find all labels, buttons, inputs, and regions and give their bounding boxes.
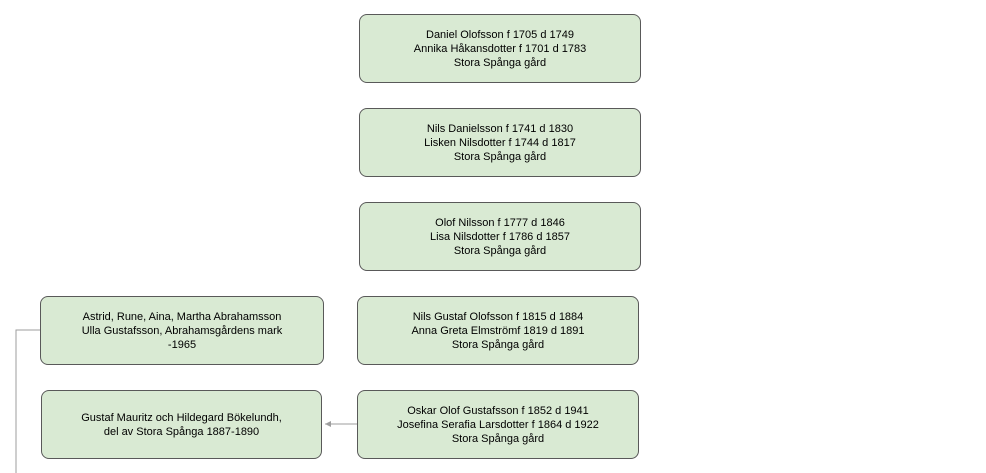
connector-n6-left xyxy=(15,329,40,473)
node-daniel-olofsson[interactable]: Daniel Olofsson f 1705 d 1749 Annika Håk… xyxy=(359,14,641,83)
node-nils-gustaf-olofsson[interactable]: Nils Gustaf Olofsson f 1815 d 1884 Anna … xyxy=(357,296,639,365)
node-line: Olof Nilsson f 1777 d 1846 xyxy=(435,216,565,229)
node-oskar-olof-gustafsson[interactable]: Oskar Olof Gustafsson f 1852 d 1941 Jose… xyxy=(357,390,639,459)
node-olof-nilsson[interactable]: Olof Nilsson f 1777 d 1846 Lisa Nilsdott… xyxy=(359,202,641,271)
node-line: Anna Greta Elmströmf 1819 d 1891 xyxy=(411,324,585,337)
node-line: Lisken Nilsdotter f 1744 d 1817 xyxy=(424,136,576,149)
node-line: Oskar Olof Gustafsson f 1852 d 1941 xyxy=(407,404,589,417)
node-line: Stora Spånga gård xyxy=(451,338,545,351)
node-line: Nils Danielsson f 1741 d 1830 xyxy=(426,122,574,135)
node-line: Stora Spånga gård xyxy=(451,432,545,445)
node-line: Gustaf Mauritz och Hildegard Bökelundh, xyxy=(81,411,282,424)
node-line: -1965 xyxy=(167,338,197,351)
node-line: Ulla Gustafsson, Abrahamsgårdens mark xyxy=(81,324,283,337)
node-abrahamsson-family[interactable]: Astrid, Rune, Aina, Martha Abrahamsson U… xyxy=(40,296,324,365)
node-line: del av Stora Spånga 1887-1890 xyxy=(103,425,260,438)
node-line: Josefina Serafia Larsdotter f 1864 d 192… xyxy=(397,418,599,431)
node-nils-danielsson[interactable]: Nils Danielsson f 1741 d 1830 Lisken Nil… xyxy=(359,108,641,177)
node-line: Nils Gustaf Olofsson f 1815 d 1884 xyxy=(412,310,584,323)
node-line: Stora Spånga gård xyxy=(453,244,547,257)
node-line: Astrid, Rune, Aina, Martha Abrahamsson xyxy=(82,310,282,323)
node-line: Annika Håkansdotter f 1701 d 1783 xyxy=(413,42,587,55)
node-line: Daniel Olofsson f 1705 d 1749 xyxy=(426,28,574,41)
node-bokelundh[interactable]: Gustaf Mauritz och Hildegard Bökelundh, … xyxy=(41,390,322,459)
node-line: Lisa Nilsdotter f 1786 d 1857 xyxy=(429,230,571,243)
node-line: Stora Spånga gård xyxy=(453,150,547,163)
node-line: Stora Spånga gård xyxy=(453,56,547,69)
